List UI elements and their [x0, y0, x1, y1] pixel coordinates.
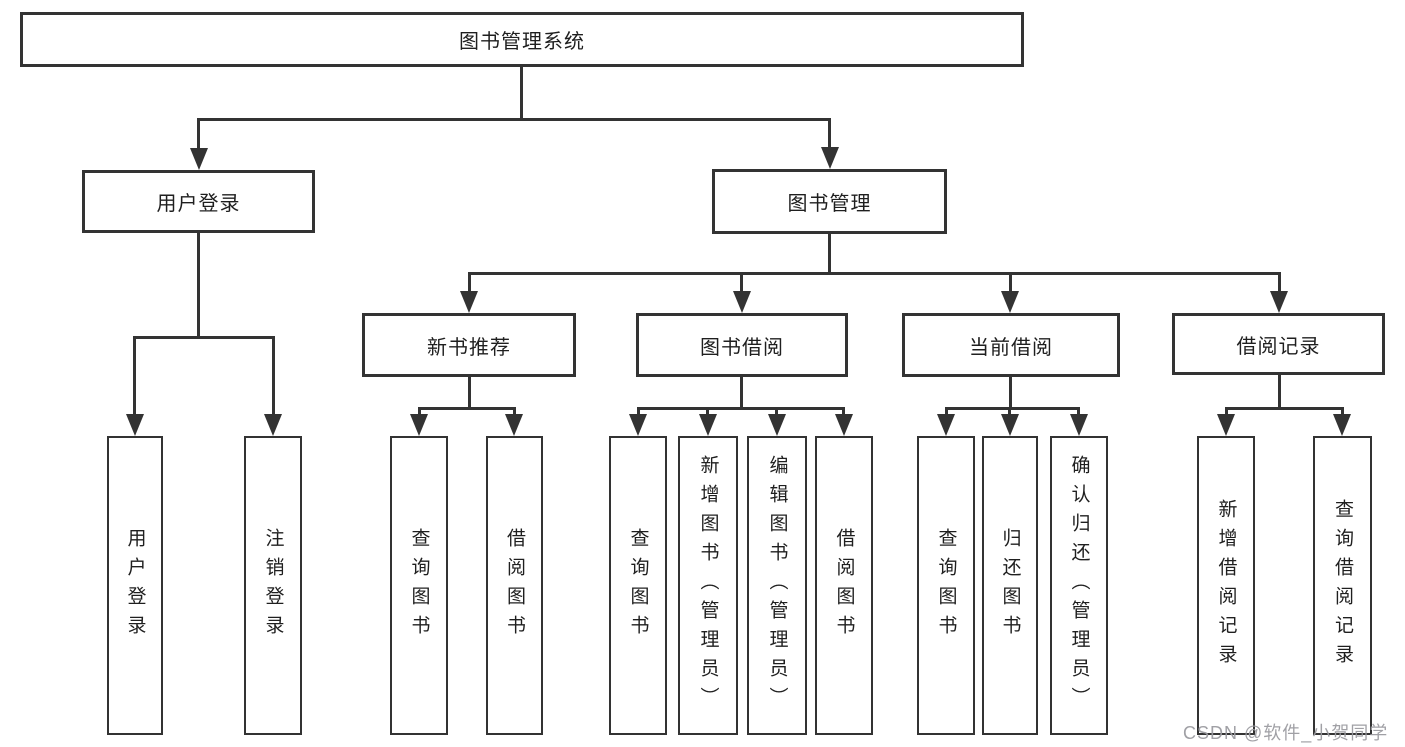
- arrowhead-book-management: [821, 147, 839, 169]
- leaf-query-books-current: 查询图书: [917, 436, 975, 735]
- connector-drop-return-books: [1008, 407, 1011, 416]
- arrowhead-borrow-books-borrowing: [835, 414, 853, 436]
- connector-drop-query-books-current: [945, 407, 948, 416]
- leaf-label: 编辑图书（管理员）: [766, 455, 788, 716]
- leaf-add-borrow-record: 新增借阅记录: [1197, 436, 1255, 735]
- node-label: 新书推荐: [427, 336, 511, 359]
- arrowhead-borrow-books-recommend: [505, 414, 523, 436]
- connector-user-login-stub: [197, 233, 200, 336]
- node-new-book-recommendation: 新书推荐: [362, 313, 576, 377]
- arrowhead-book-borrowing: [733, 291, 751, 313]
- csdn-watermark: CSDN @软件_小贺同学: [1183, 723, 1389, 743]
- connector-drop-leaf-user-login: [133, 336, 136, 416]
- arrowhead-user-login: [190, 148, 208, 170]
- connector-drop-book-management: [828, 118, 831, 149]
- connector-recommendation-stub: [468, 377, 471, 407]
- leaf-label: 查询图书: [627, 527, 649, 644]
- arrowhead-leaf-user-login: [126, 414, 144, 436]
- node-book-management: 图书管理: [712, 169, 947, 234]
- arrowhead-query-books-recommend: [410, 414, 428, 436]
- leaf-label: 新增图书（管理员）: [697, 455, 719, 716]
- connector-drop-borrowing-records: [1278, 272, 1281, 293]
- leaf-query-borrow-record: 查询借阅记录: [1313, 436, 1372, 735]
- connector-current-stub: [1009, 377, 1012, 407]
- connector-drop-query-borrow-record: [1341, 407, 1344, 416]
- leaf-label: 借阅图书: [504, 527, 525, 644]
- arrowhead-leaf-logout: [264, 414, 282, 436]
- arrowhead-add-borrow-record: [1217, 414, 1235, 436]
- connector-drop-borrow-books-borrowing: [842, 407, 845, 416]
- connector-records-stub: [1278, 375, 1281, 407]
- leaf-label: 查询图书: [408, 527, 430, 644]
- leaf-label: 注销登录: [262, 527, 284, 644]
- connector-drop-book-borrowing: [740, 272, 743, 293]
- node-borrowing-records: 借阅记录: [1172, 313, 1385, 375]
- node-label: 图书借阅: [700, 336, 784, 359]
- leaf-user-login: 用户登录: [107, 436, 163, 735]
- connector-drop-query-books-recommend: [418, 407, 421, 416]
- connector-borrowing-bar: [637, 407, 845, 410]
- arrowhead-add-book-admin: [699, 414, 717, 436]
- node-book-borrowing: 图书借阅: [636, 313, 848, 377]
- node-label: 用户登录: [156, 193, 241, 215]
- leaf-label: 归还图书: [999, 527, 1021, 644]
- leaf-label: 用户登录: [124, 527, 146, 644]
- arrowhead-edit-book-admin: [768, 414, 786, 436]
- connector-drop-leaf-logout: [272, 336, 275, 416]
- arrowhead-new-book-recommendation: [460, 291, 478, 313]
- connector-drop-user-login: [197, 118, 200, 150]
- connector-book-management-bar: [468, 272, 1281, 275]
- node-label: 图书管理: [787, 193, 872, 215]
- node-current-borrowing: 当前借阅: [902, 313, 1120, 377]
- connector-drop-add-book-admin: [706, 407, 709, 416]
- connector-drop-confirm-return-admin: [1077, 407, 1080, 416]
- connector-drop-borrow-books-recommend: [513, 407, 516, 416]
- connector-recommendation-bar: [418, 407, 516, 410]
- leaf-return-books: 归还图书: [982, 436, 1038, 735]
- node-user-login: 用户登录: [82, 170, 315, 233]
- arrowhead-current-borrowing: [1001, 291, 1019, 313]
- arrowhead-query-books-borrowing: [629, 414, 647, 436]
- connector-current-bar: [945, 407, 1080, 410]
- leaf-query-books-borrowing: 查询图书: [609, 436, 667, 735]
- connector-root-stub: [520, 67, 523, 118]
- node-library-management-system: 图书管理系统: [20, 12, 1024, 67]
- leaf-edit-book-admin: 编辑图书（管理员）: [747, 436, 807, 735]
- leaf-confirm-return-admin: 确认归还（管理员）: [1050, 436, 1108, 735]
- connector-drop-edit-book-admin: [775, 407, 778, 416]
- connector-root-bar: [197, 118, 831, 121]
- leaf-label: 新增借阅记录: [1215, 498, 1237, 673]
- arrowhead-return-books: [1001, 414, 1019, 436]
- leaf-logout: 注销登录: [244, 436, 302, 735]
- arrowhead-query-borrow-record: [1333, 414, 1351, 436]
- connector-borrowing-stub: [740, 377, 743, 407]
- node-label: 图书管理系统: [459, 31, 585, 53]
- leaf-label: 借阅图书: [833, 527, 855, 644]
- leaf-label: 查询图书: [935, 527, 957, 644]
- connector-drop-current-borrowing: [1009, 272, 1012, 293]
- connector-records-bar: [1225, 407, 1343, 410]
- node-label: 借阅记录: [1236, 335, 1321, 358]
- leaf-label: 确认归还（管理员）: [1068, 455, 1090, 716]
- arrowhead-confirm-return-admin: [1070, 414, 1088, 436]
- connector-book-management-stub: [828, 234, 831, 272]
- node-label: 当前借阅: [969, 336, 1053, 359]
- leaf-label: 查询借阅记录: [1332, 498, 1353, 673]
- leaf-add-book-admin: 新增图书（管理员）: [678, 436, 738, 735]
- connector-drop-new-book-recommendation: [468, 272, 471, 293]
- leaf-borrow-books-recommend: 借阅图书: [486, 436, 543, 735]
- connector-drop-add-borrow-record: [1225, 407, 1228, 416]
- arrowhead-borrowing-records: [1270, 291, 1288, 313]
- connector-drop-query-books-borrowing: [637, 407, 640, 416]
- arrowhead-query-books-current: [937, 414, 955, 436]
- leaf-borrow-books-borrowing: 借阅图书: [815, 436, 873, 735]
- connector-user-login-bar: [133, 336, 275, 339]
- leaf-query-books-recommend: 查询图书: [390, 436, 448, 735]
